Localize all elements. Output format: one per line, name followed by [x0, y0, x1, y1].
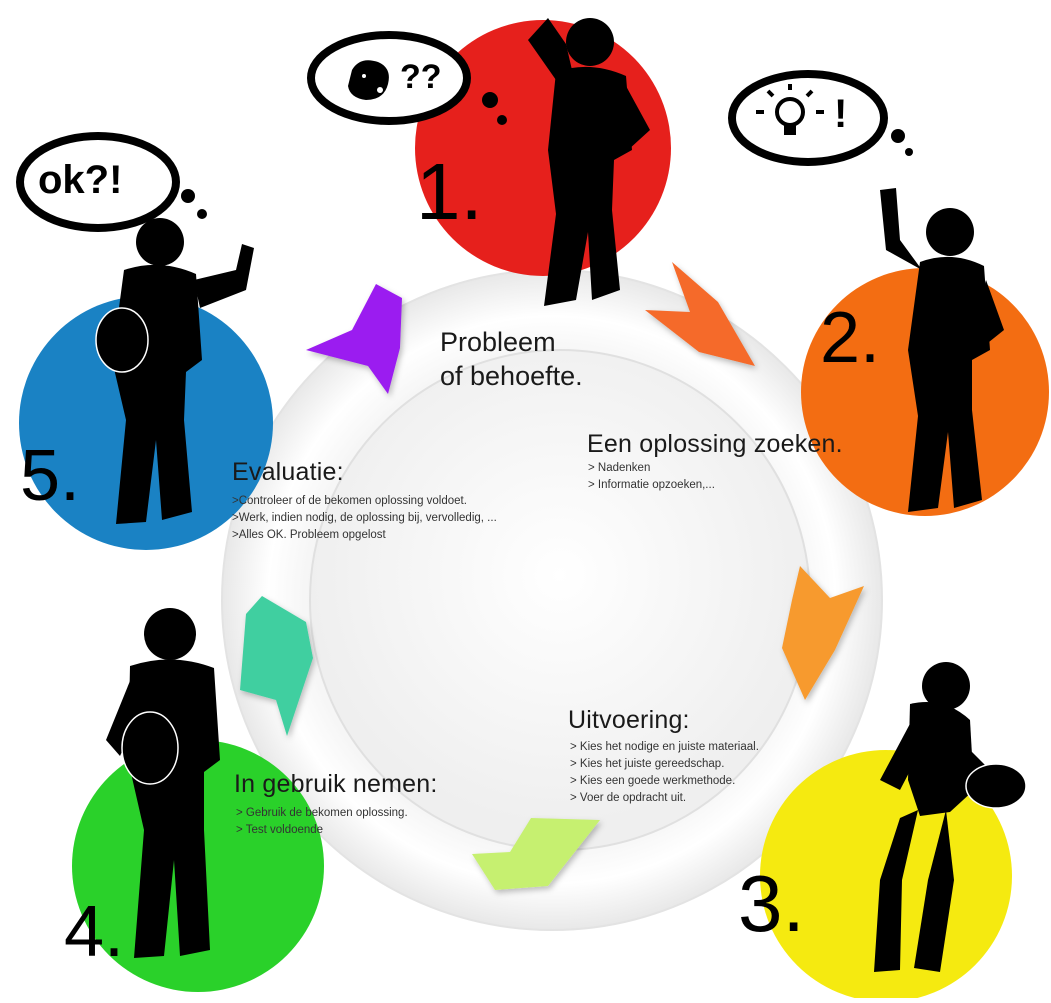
arrow-4-to-5 — [240, 596, 313, 736]
step-5-number: 5. — [20, 436, 81, 516]
step-3-line: > Kies een goede werkmethode. — [570, 775, 736, 787]
step-3-number: 3. — [738, 859, 805, 948]
person-silhouette-4 — [106, 608, 220, 958]
step-2-line: > Informatie opzoeken,... — [588, 479, 715, 491]
step-3-line: > Voer de opdracht uit. — [570, 792, 687, 804]
thought-2-text: ! — [834, 92, 848, 136]
arrow-2-to-3 — [782, 566, 864, 700]
person-silhouette-2 — [880, 188, 1004, 512]
step-4-number: 4. — [64, 892, 125, 972]
person-silhouette-1 — [528, 18, 650, 306]
step-4-title: In gebruik nemen: — [234, 770, 438, 798]
step-3-line: > Kies het juiste gereedschap. — [570, 758, 725, 770]
person-silhouette-3 — [874, 662, 1027, 972]
thought-1-text: ?? — [400, 58, 442, 96]
step-1-number: 1. — [416, 147, 483, 236]
thought-bubble-1 — [307, 31, 507, 125]
step-3-title: Uitvoering: — [568, 706, 690, 734]
arrow-3-to-4 — [472, 818, 600, 890]
step-5-line: >Werk, indien nodig, de oplossing bij, v… — [232, 512, 497, 524]
broken-plate-icon — [348, 60, 389, 100]
step-2-number: 2. — [820, 298, 881, 378]
step-1-title-line1: Probleem — [440, 327, 556, 357]
arrow-1-to-2 — [645, 262, 755, 366]
step-4-line: > Test voldoende — [236, 824, 324, 836]
step-3-line: > Kies het nodige en juiste materiaal. — [570, 741, 759, 753]
broken-plate-icon — [95, 307, 149, 373]
step-2-line: > Nadenken — [588, 462, 651, 474]
thought-bubble-5 — [16, 132, 207, 232]
step-5-title: Evaluatie: — [232, 458, 344, 486]
thought-5-text: ok?! — [38, 158, 123, 202]
step-4-line: > Gebruik de bekomen oplossing. — [236, 807, 408, 819]
broken-plate-icon — [121, 711, 179, 785]
broken-plate-icon — [965, 763, 1027, 809]
arrow-5-to-1 — [306, 284, 402, 394]
step-5-line: >Alles OK. Probleem opgelost — [232, 529, 386, 541]
step-1-title-line2: of behoefte. — [440, 361, 583, 391]
lightbulb-icon — [756, 84, 824, 135]
step-2-title: Een oplossing zoeken. — [587, 430, 843, 458]
person-silhouette-5 — [95, 218, 254, 524]
thought-bubble-2 — [728, 70, 913, 166]
step-5-line: >Controleer of de bekomen oplossing vold… — [232, 495, 467, 507]
